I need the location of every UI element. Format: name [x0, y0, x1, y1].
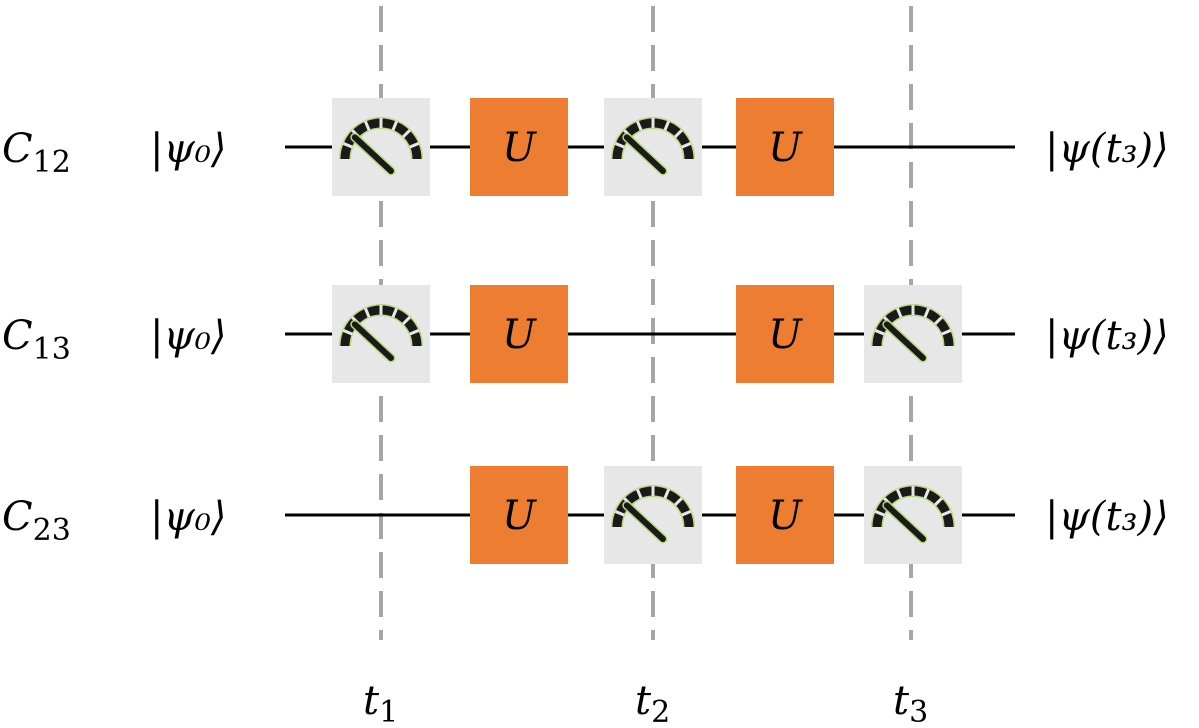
time-label-t1: t1	[363, 678, 398, 728]
gate-label: U	[768, 493, 803, 539]
measurement-gate	[332, 285, 430, 383]
unitary-gate: U	[470, 98, 568, 196]
gate-label: U	[502, 125, 537, 171]
circuit-row-C23: C23 |ψ₀⟩ |ψ(t₃)⟩ U U	[2, 466, 1169, 564]
measurement-gate	[864, 466, 962, 564]
gate-label: U	[502, 493, 537, 539]
circuit-label: C12	[2, 126, 71, 180]
circuit-label: C23	[2, 494, 71, 548]
measurement-gate	[864, 285, 962, 383]
initial-state: |ψ₀⟩	[150, 126, 226, 172]
time-label-t3: t3	[893, 678, 928, 728]
measurement-gate	[332, 98, 430, 196]
circuit-row-C12: C12 |ψ₀⟩ |ψ(t₃)⟩ U U	[2, 98, 1169, 196]
time-labels: t1 t2 t3	[363, 678, 928, 728]
final-state: |ψ(t₃)⟩	[1045, 313, 1169, 359]
unitary-gate: U	[736, 98, 834, 196]
final-state: |ψ(t₃)⟩	[1045, 494, 1169, 540]
gate-label: U	[768, 125, 803, 171]
initial-state: |ψ₀⟩	[150, 494, 226, 540]
unitary-gate: U	[470, 285, 568, 383]
unitary-gate: U	[736, 466, 834, 564]
unitary-gate: U	[736, 285, 834, 383]
circuit-label: C13	[2, 313, 71, 367]
circuit-rows: C12 |ψ₀⟩ |ψ(t₃)⟩ U U C13 |ψ₀⟩ |ψ(t₃)⟩ U U C23 |ψ₀⟩ |…	[2, 98, 1169, 564]
initial-state: |ψ₀⟩	[150, 313, 226, 359]
meter-icon	[611, 485, 695, 544]
gate-label: U	[502, 312, 537, 358]
meter-icon	[871, 304, 955, 363]
measurement-gate	[604, 466, 702, 564]
time-label-t2: t2	[635, 678, 670, 728]
unitary-gate: U	[470, 466, 568, 564]
meter-icon	[871, 485, 955, 544]
final-state: |ψ(t₃)⟩	[1045, 126, 1169, 172]
meter-icon	[339, 117, 423, 176]
measurement-gate	[604, 98, 702, 196]
gate-label: U	[768, 312, 803, 358]
circuit-row-C13: C13 |ψ₀⟩ |ψ(t₃)⟩ U U	[2, 285, 1169, 383]
meter-icon	[611, 117, 695, 176]
meter-icon	[339, 304, 423, 363]
